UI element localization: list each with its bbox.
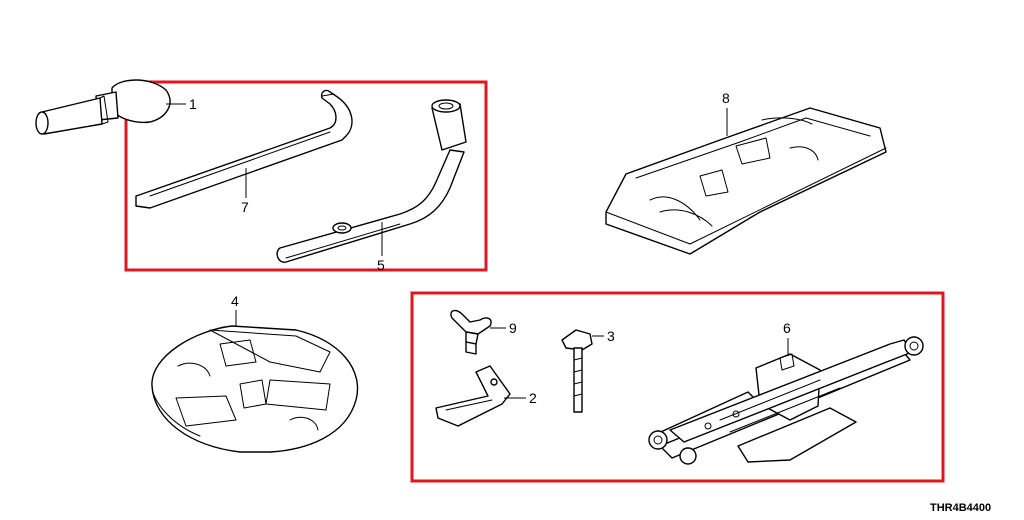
part-jack-tray xyxy=(151,310,359,453)
callout-6: 6 xyxy=(783,320,791,336)
callout-9: 9 xyxy=(509,320,517,336)
part-tool-grip xyxy=(35,79,186,135)
part-jack-bracket xyxy=(435,365,526,427)
part-wheel-nut-wrench xyxy=(276,99,467,263)
callout-7: 7 xyxy=(241,199,249,215)
highlight-box-tools xyxy=(124,80,488,272)
callout-4: 4 xyxy=(231,293,239,309)
callout-5: 5 xyxy=(377,257,385,273)
part-tool-bag xyxy=(605,107,887,255)
part-jack-handle-bar xyxy=(135,89,353,209)
highlight-box-jack xyxy=(410,291,945,483)
callout-8: 8 xyxy=(722,90,730,106)
part-spare-tire-bolt xyxy=(561,329,604,413)
callout-3: 3 xyxy=(607,328,615,344)
callout-2: 2 xyxy=(529,390,537,406)
part-pantograph-jack xyxy=(648,336,924,465)
part-wing-bolt xyxy=(450,309,506,355)
drawing-code: THR4B4400 xyxy=(930,502,991,514)
callout-1: 1 xyxy=(189,96,197,112)
